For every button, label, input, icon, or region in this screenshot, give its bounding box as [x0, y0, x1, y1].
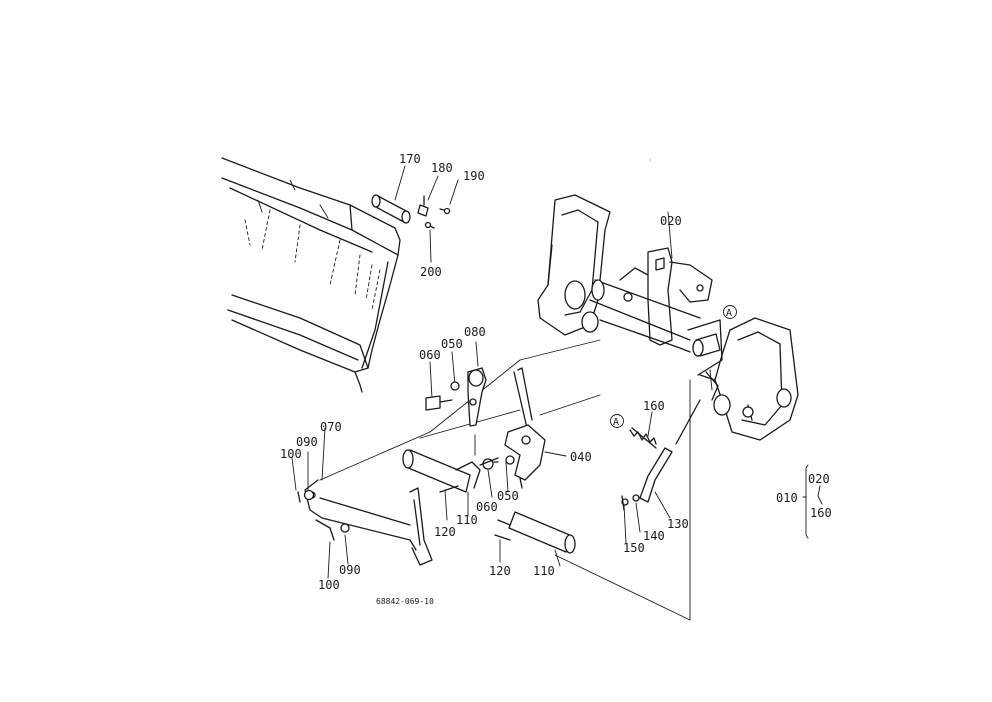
drawing-number: 68842-069-10	[376, 597, 434, 606]
label-060-lower: 060	[476, 500, 498, 514]
bucket-arm	[221, 157, 401, 393]
label-170: 170	[399, 152, 421, 166]
label-050-lower: 050	[497, 489, 519, 503]
label-120-lower: 120	[489, 564, 511, 578]
shaft-110-upper	[402, 449, 499, 493]
label-130: 130	[667, 517, 689, 531]
label-160: 160	[643, 399, 665, 413]
label-180: 180	[431, 161, 453, 175]
label-050-upper: 050	[441, 337, 463, 351]
label-140: 140	[643, 529, 665, 543]
legend-010: 010	[776, 491, 798, 505]
label-200: 200	[420, 265, 442, 279]
label-080: 080	[464, 325, 486, 339]
label-090-upper: 090	[296, 435, 318, 449]
spring-rod	[621, 399, 701, 511]
label-040: 040	[570, 450, 592, 464]
label-070: 070	[320, 420, 342, 434]
label-110-upper: 110	[456, 513, 478, 527]
label-060-upper: 060	[419, 348, 441, 362]
label-120-upper: 120	[434, 525, 456, 539]
label-190: 190	[463, 169, 485, 183]
label-020: 020	[660, 214, 682, 228]
legend-160: 160	[810, 506, 832, 520]
legend-020: 020	[808, 472, 830, 486]
assembly-legend	[802, 464, 823, 539]
pin-170-assembly	[371, 194, 451, 229]
callout-a-upper	[723, 305, 737, 319]
label-100-upper: 100	[280, 447, 302, 461]
link-080	[425, 367, 487, 427]
callout-a-lower	[610, 414, 624, 428]
shaft-110-lower	[494, 511, 576, 554]
label-150: 150	[623, 541, 645, 555]
lever-070	[297, 479, 433, 566]
label-110-lower: 110	[533, 564, 555, 578]
leader-lines	[319, 211, 713, 621]
callout-a-upper-text: A	[726, 308, 732, 319]
lever-040	[479, 367, 546, 489]
mounting-frame	[537, 194, 799, 441]
label-100-lower: 100	[318, 578, 340, 592]
label-090-lower: 090	[339, 563, 361, 577]
label-leaders	[291, 159, 671, 579]
callout-a-lower-text: A	[613, 417, 619, 428]
